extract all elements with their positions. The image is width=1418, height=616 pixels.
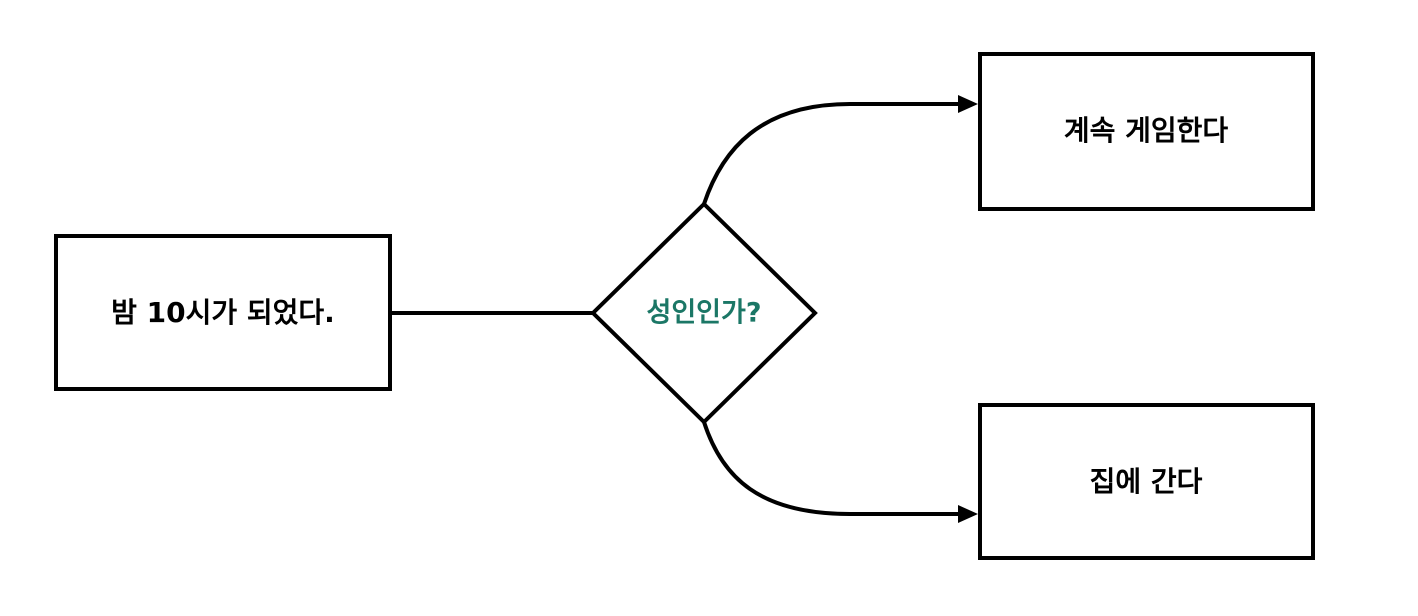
no-outcome-label: 집에 간다	[1090, 465, 1203, 498]
decision-diamond	[590, 201, 818, 425]
no-outcome-box	[978, 403, 1315, 560]
start-box-label: 밤 10시가 되었다.	[111, 296, 335, 329]
arrowhead-yes	[958, 95, 978, 113]
decision-label: 성인인가?	[646, 298, 761, 329]
arrow-decision-to-yes	[702, 102, 968, 205]
yes-outcome-label: 계속 게임한다	[1064, 114, 1229, 147]
start-box	[54, 234, 392, 391]
yes-outcome-box	[978, 52, 1315, 211]
arrow-decision-to-no	[702, 421, 968, 516]
arrowhead-no	[958, 505, 978, 523]
